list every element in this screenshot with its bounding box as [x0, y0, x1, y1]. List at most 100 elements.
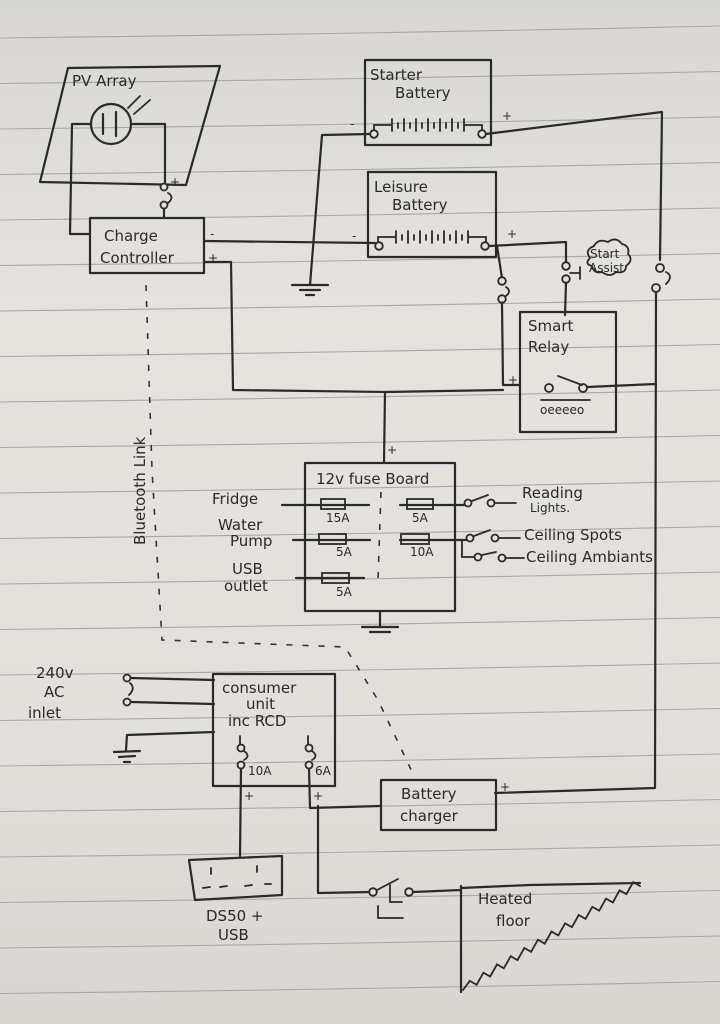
pv-array: PV Array + [38, 64, 222, 236]
svg-text:Leisure: Leisure [374, 178, 428, 196]
fuse-board: 12v fuse Board Fridge 15A Water Pump 5A … [212, 461, 468, 634]
svg-text:6A: 6A [315, 764, 332, 778]
cloud-icon [586, 238, 632, 276]
fuse-usb-outlet: USB outlet 5A [224, 560, 366, 599]
svg-text:15A: 15A [326, 511, 350, 525]
paper-rule-line [0, 480, 720, 494]
breaker-10a: 10A [236, 735, 272, 858]
paper-rule-line [0, 161, 720, 176]
svg-text:AC: AC [44, 683, 64, 701]
paper-rule-line [0, 935, 720, 949]
svg-text:+: + [500, 780, 510, 794]
svg-text:inc RCD: inc RCD [228, 712, 286, 730]
svg-text:Fridge: Fridge [212, 490, 258, 508]
paper-rule-line [0, 389, 720, 403]
svg-text:charger: charger [400, 807, 459, 825]
positive-bus: + [202, 110, 664, 465]
smart-relay: Smart Relay + oeeeeo [508, 310, 658, 434]
svg-text:Smart: Smart [528, 317, 573, 335]
fuse-icon [406, 498, 434, 510]
bluetooth-link: Bluetooth Link [131, 284, 416, 779]
lighting-loads: Reading Lights. Ceiling Spots Ceiling Am… [461, 484, 653, 566]
svg-text:5A: 5A [336, 545, 353, 559]
svg-text:+: + [208, 251, 218, 265]
svg-text:+: + [508, 373, 518, 387]
starter-battery: Starter Battery - + [350, 58, 512, 147]
svg-text:Battery: Battery [395, 84, 451, 102]
svg-text:+: + [507, 227, 517, 241]
charge-controller: Charge Controller - + [88, 216, 218, 275]
paper-rule-line [0, 707, 720, 722]
svg-text:-: - [350, 117, 354, 131]
plug-icon [128, 682, 134, 696]
heating-element-icon [462, 880, 641, 991]
negative-bus [202, 132, 377, 297]
svg-text:unit: unit [246, 695, 275, 713]
paper-rule-line [0, 70, 720, 85]
svg-text:Pump: Pump [230, 532, 272, 550]
svg-text:Bluetooth Link: Bluetooth Link [131, 436, 149, 545]
svg-text:+: + [313, 789, 323, 803]
svg-text:+: + [502, 109, 512, 123]
svg-text:+: + [244, 789, 254, 803]
fuse-icon [320, 498, 346, 510]
svg-text:240v: 240v [36, 664, 74, 682]
svg-text:5A: 5A [336, 585, 353, 599]
svg-text:Ceiling Ambiants: Ceiling Ambiants [526, 548, 653, 566]
paper-rule-line [0, 662, 720, 676]
svg-text:Assist: Assist [589, 261, 624, 275]
paper-rule-line [0, 25, 720, 39]
svg-text:DS50 +: DS50 + [206, 907, 264, 925]
fuse-icon [321, 572, 350, 584]
ceiling-spots-switch: Ceiling Spots [465, 526, 622, 544]
svg-text:Reading: Reading [522, 484, 583, 502]
fuse-fridge: Fridge 15A [212, 490, 371, 525]
light-arrows-icon [127, 95, 151, 115]
svg-text:Lights.: Lights. [530, 501, 570, 515]
ceiling-ambiants-switch: Ceiling Ambiants [461, 539, 653, 566]
svg-text:Start: Start [590, 247, 620, 261]
relay-switch-icon [557, 375, 583, 386]
paper-rules [0, 25, 720, 995]
svg-text:-: - [210, 227, 214, 241]
paper-rule-line [0, 980, 720, 995]
paper-rule-line [0, 298, 720, 312]
svg-text:+: + [170, 175, 180, 189]
fuse-icon [318, 533, 347, 545]
svg-text:12v fuse Board: 12v fuse Board [316, 470, 429, 488]
svg-text:Starter: Starter [370, 66, 423, 84]
paper-rule-line [0, 252, 720, 267]
svg-text:consumer: consumer [222, 679, 297, 697]
paper-rule-line [0, 844, 720, 858]
svg-text:10A: 10A [410, 545, 434, 559]
svg-text:Charge: Charge [104, 227, 158, 245]
fuse-icon [400, 533, 430, 545]
svg-text:inlet: inlet [28, 704, 61, 722]
pv-cell-icon [89, 102, 133, 146]
svg-text:10A: 10A [248, 764, 272, 778]
starter-isolator-switch [493, 263, 671, 795]
svg-text:floor: floor [496, 912, 531, 930]
battery-cells-icon [373, 118, 483, 132]
reading-lights-switch: Reading Lights. [463, 484, 583, 515]
leisure-battery: Leisure Battery - + [352, 170, 517, 259]
breaker-6a: 6A [304, 735, 382, 895]
svg-text:Battery: Battery [392, 196, 448, 214]
svg-text:+: + [387, 443, 397, 457]
ac-inlet: 240v AC inlet [28, 664, 216, 764]
svg-text:Relay: Relay [528, 338, 569, 356]
svg-text:Heated: Heated [478, 890, 532, 908]
paper-rule-line [0, 525, 720, 540]
svg-text:Controller: Controller [100, 249, 175, 267]
thermostat-switch-icon [376, 878, 399, 891]
consumer-unit: consumer unit inc RCD 10A 6A + + [211, 672, 382, 895]
svg-text:5A: 5A [412, 511, 429, 525]
svg-text:USB: USB [232, 560, 263, 578]
fuse-water-pump: Water Pump 5A [218, 516, 372, 559]
paper-rule-line [0, 616, 720, 631]
heated-floor: Heated floor [368, 878, 642, 994]
pv-array-label: PV Array [72, 72, 137, 90]
start-assist: Start Assist [561, 238, 632, 317]
